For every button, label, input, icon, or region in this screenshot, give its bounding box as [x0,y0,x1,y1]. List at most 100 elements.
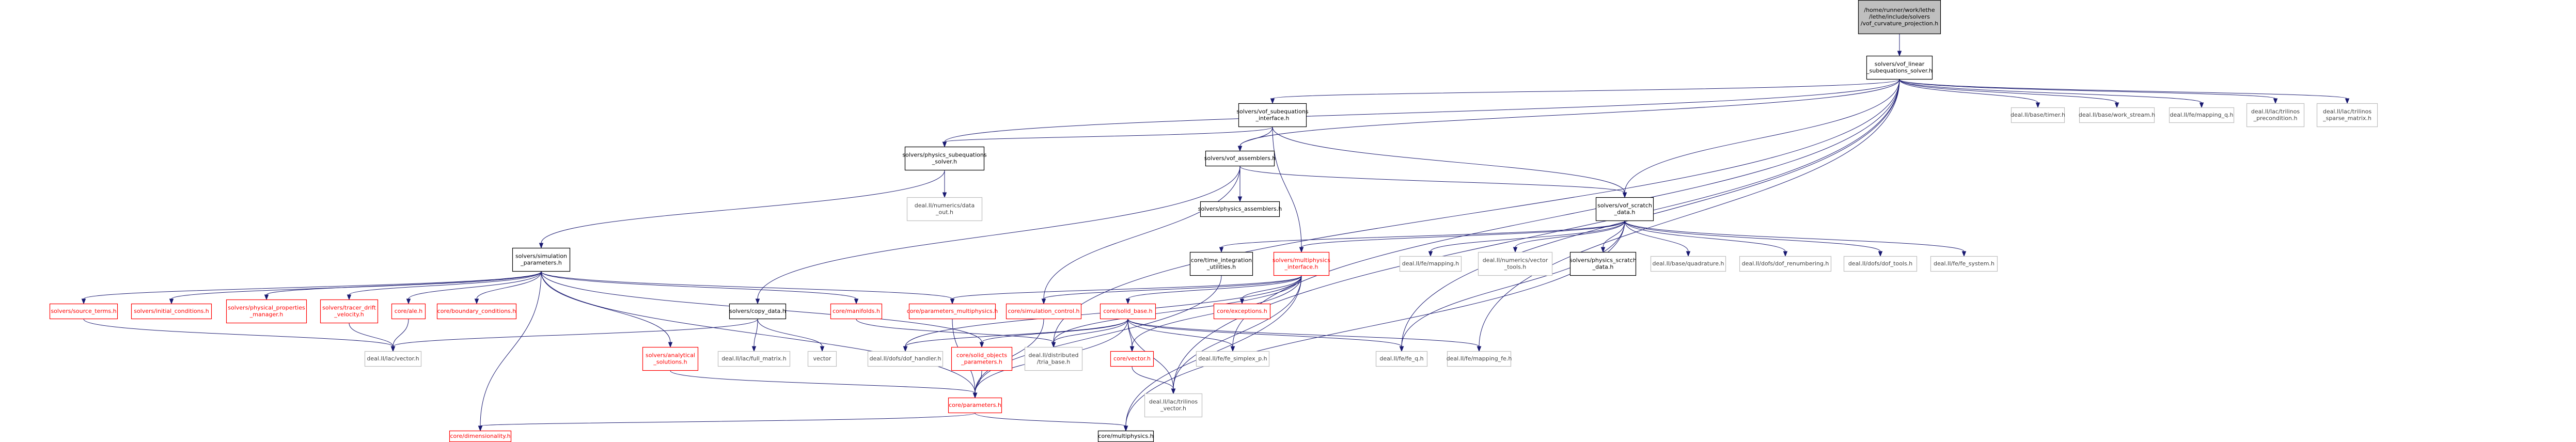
node-label: core/solid_base.h [1103,308,1152,314]
edge-sim_params-to-source_terms [81,271,542,305]
edge-line [1239,79,1900,147]
edge-arrowhead [169,298,174,305]
edge-line [1272,127,1302,248]
edge-sim_params-to-dimensionality [478,271,542,432]
node-label: vector [813,355,831,362]
node-sim-params[interactable]: solvers/simulation_parameters.h [512,247,571,272]
node-dimensionality[interactable]: core/dimensionality.h [449,430,512,442]
node-box [2010,107,2065,123]
node-mapping-q: deal.II/fe/mapping_q.h [2169,107,2235,123]
edge-vof_scratch-to-fe_mapping [1428,220,1625,257]
node-label: _precondition.h [2253,115,2298,122]
edge-vof_sub_if-to-multiphysics_if [1272,127,1304,253]
edge-multiphysics_if-to-params_multiphysics [950,275,1302,305]
node-box [436,303,517,320]
node-box [1099,303,1156,320]
node-box [1024,346,1083,371]
node-time-integ[interactable]: core/time_integration_utilities.h [1189,251,1253,276]
node-label: deal.II/dofs/dof_handler.h [870,355,941,362]
edge-core_params-to-multiphysics [975,413,1128,432]
node-box [1144,393,1203,418]
node-multiphysics-if[interactable]: solvers/multiphysics_interface.h [1273,251,1330,276]
node-box [906,197,983,222]
edge-line [1242,275,1302,299]
edge-vof_assemblers-to-vof_scratch [1239,166,1627,198]
node-tracer-drift[interactable]: solvers/tracer_drift_velocity.h [320,299,379,324]
node-solid-objects[interactable]: core/solid_objects_parameters.h [951,346,1013,371]
edge-sim_params-to-initial_cond [169,271,542,305]
edge-vof_assemblers-to-sim_control [1041,166,1240,305]
edge-vof_sub_if-to-vof_assemblers [1237,127,1273,152]
node-box [2316,103,2378,128]
node-params-multiphysics[interactable]: core/parameters_multiphysics.h [907,303,998,320]
edge-tracer_drift-to-lac_vector [349,323,396,352]
node-box [904,146,985,171]
node-label: solvers/multiphysics [1273,257,1330,264]
node-label: deal.II/dofs/dof_tools.h [1848,260,1912,267]
node-box [1196,351,1270,367]
edge-arrowhead [979,342,984,348]
edge-vof_scratch-to-multiphysics_if [1299,220,1625,253]
edge-arrowhead [950,298,955,305]
edge-line [1515,220,1625,248]
edge-vof_scratch-to-vector_tools [1513,220,1625,253]
node-copy-data[interactable]: solvers/copy_data.h [729,303,787,320]
node-boundary-cond[interactable]: core/boundary_conditions.h [436,303,517,320]
node-sim-control[interactable]: core/simulation_control.h [1006,303,1082,320]
edge-arrowhead [1428,251,1433,257]
edge-analytical-to-core_params [670,370,978,399]
node-box [131,303,212,320]
edge-line [1272,79,1900,99]
edge-arrowhead [1051,342,1056,348]
edge-line [753,319,758,347]
node-box [807,351,837,367]
edge-vof_scratch-to-dof_renum [1624,220,1788,257]
edge-arrowhead [1219,247,1224,253]
node-core-vector[interactable]: core/vector.h [1110,351,1154,367]
node-box [1399,256,1462,272]
node-vof-sub-if[interactable]: solvers/vof_subequations_interface.h [1236,103,1309,128]
edge-line [952,275,1302,299]
edge-line [541,271,953,299]
edge-arrowhead [668,342,673,348]
edge-sim_params-to-ale [406,271,542,305]
node-analytical[interactable]: solvers/analytical_solutions.h [642,346,699,371]
node-phys-scratch[interactable]: solvers/physics_scratch_data.h [1569,251,1637,276]
node-box [2079,107,2155,123]
edge-line [1173,275,1302,389]
node-label: core/multiphysics.h [1098,433,1153,439]
node-label: core/exceptions.h [1217,308,1267,314]
node-multiphysics[interactable]: core/multiphysics.h [1097,430,1154,442]
node-phys-assemblers[interactable]: solvers/physics_assemblers.h [1198,201,1282,217]
node-linear-sub[interactable]: solvers/vof_linear_subequations_solver.h [1866,55,1933,80]
node-label: core/solid_objects [956,352,1007,359]
edge-arrowhead [1129,346,1135,352]
nodes-layer: /home/runner/work/lethe/lethe/include/so… [49,0,2378,442]
node-exceptions[interactable]: core/exceptions.h [1213,303,1271,320]
node-root[interactable]: /home/runner/work/lethe/lethe/include/so… [1858,0,1941,35]
node-box [1006,303,1082,320]
edge-line [83,271,542,299]
node-label: core/boundary_conditions.h [437,308,516,314]
node-label: deal.II/lac/full_matrix.h [721,355,787,362]
node-label: _vector.h [1160,405,1186,412]
node-vof-scratch[interactable]: solvers/vof_scratch_data.h [1595,197,1654,222]
node-manifolds[interactable]: core/manifolds.h [830,303,883,320]
edge-arrowhead [942,192,947,198]
node-label: _parameters.h [520,260,562,266]
node-vof-assemblers[interactable]: solvers/vof_assemblers.h [1204,150,1276,167]
edge-arrowhead [1686,251,1691,257]
edge-vof_sub_if-to-phys_sub_solver [942,127,1273,148]
edge-root-to-linear_sub [1897,34,1902,57]
node-solid-base[interactable]: core/solid_base.h [1099,303,1156,320]
node-source-terms[interactable]: solvers/source_terms.h [49,303,118,320]
node-phys-sub-solver[interactable]: solvers/physics_subequations_solver.h [902,146,987,171]
edge-arrowhead [1513,247,1518,253]
node-initial-cond[interactable]: solvers/initial_conditions.h [131,303,212,320]
node-core-params[interactable]: core/parameters.h [948,397,1002,414]
node-ale[interactable]: core/ale.h [391,303,426,320]
edge-line [83,319,394,347]
node-label: _solver.h [932,159,957,165]
node-phys-props[interactable]: solvers/physical_properties_manager.h [226,299,307,324]
edge-line [1272,127,1625,193]
